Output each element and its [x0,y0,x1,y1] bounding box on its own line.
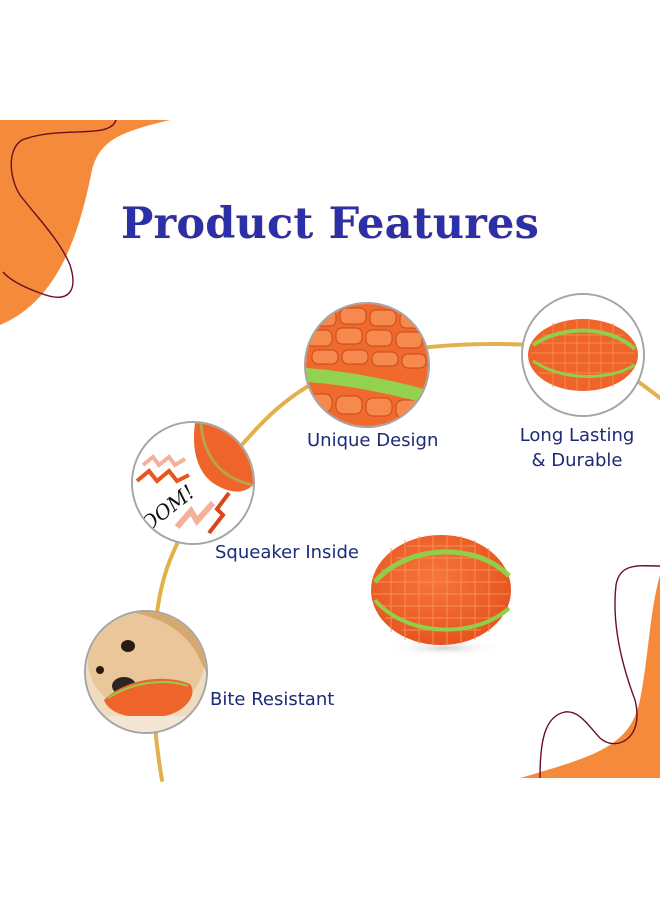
orange-blob-bottom-right [520,575,660,778]
ball-texture-closeup-icon [306,304,428,426]
squeak-boom-icon: OOM! [133,423,253,543]
maroon-squiggle-top-left [2,119,117,298]
hero-product-image [367,520,517,670]
feature-label-long-lasting-line1: Long Lasting [519,425,635,446]
feature-label-long-lasting-line2: & Durable [531,450,623,471]
feature-label-squeaker-inside: Squeaker Inside [215,542,359,563]
feature-image-bite-resistant [84,610,208,734]
maroon-squiggle-bottom-right [539,565,660,779]
feature-image-squeaker-inside: OOM! [131,421,255,545]
ball-full-view-icon [523,295,643,415]
feature-label-bite-resistant: Bite Resistant [210,689,335,710]
orange-blob-top-left [0,120,170,325]
feature-image-long-lasting [521,293,645,417]
feature-label-unique-design: Unique Design [307,430,439,451]
feature-label-long-lasting: Long Lasting & Durable [507,423,647,473]
puppy-chewing-ball-icon [86,612,206,732]
page-title: Product Features [121,198,539,249]
orange-football-toy-icon [371,535,511,656]
feature-image-unique-design [304,302,430,428]
